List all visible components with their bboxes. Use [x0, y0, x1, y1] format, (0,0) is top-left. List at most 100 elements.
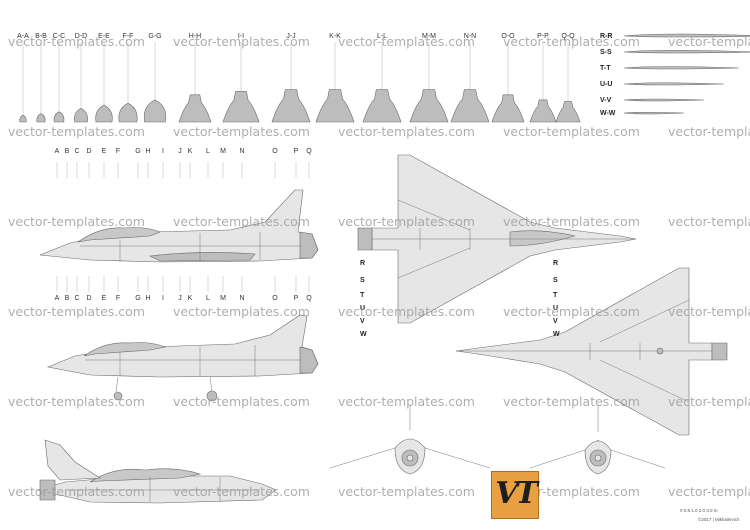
station-letter: J	[178, 148, 182, 155]
station-letter: G	[135, 295, 140, 302]
side-view-middle	[46, 314, 319, 402]
station-letter: P	[294, 148, 299, 155]
section-label: D-D	[75, 33, 87, 40]
wing-sections: R-RS-ST-TU-UV-VW-W	[600, 33, 750, 117]
wing-section-label: W-W	[600, 110, 616, 117]
watermark-text: vector-templates.com	[338, 394, 475, 409]
station-letter: D	[86, 148, 91, 155]
section-label: F-F	[123, 33, 134, 40]
station-letter: Q	[306, 295, 312, 302]
section-label: B-B	[35, 33, 47, 40]
section-label: M-M	[422, 33, 436, 40]
watermark-text: vector-templates.com	[173, 304, 310, 319]
station-letter: I	[162, 295, 164, 302]
watermark-text: vector-templates.com	[338, 484, 475, 499]
section-shape	[409, 89, 449, 123]
watermark-text: vector-templates.com	[8, 124, 145, 139]
watermark-text: vector-templates.com	[338, 34, 475, 49]
section-shape	[450, 89, 490, 123]
watermark-text: vector-templates.com	[668, 214, 750, 229]
watermark-text: vector-templates.com	[503, 214, 640, 229]
section-label: G-G	[148, 33, 161, 40]
watermark-text: vector-templates.com	[338, 304, 475, 319]
station-letter: P	[294, 295, 299, 302]
section-label: A-A	[17, 33, 29, 40]
station-letter: Q	[306, 148, 312, 155]
section-label: I-I	[238, 33, 244, 40]
wing-station-letter: U	[553, 305, 558, 312]
watermark-text: vector-templates.com	[173, 214, 310, 229]
station-letter: K	[188, 295, 193, 302]
section-shape	[271, 89, 311, 123]
wing-station-letter: R	[360, 260, 365, 267]
section-shape	[95, 104, 113, 123]
section-shape	[53, 111, 65, 123]
watermark-text: vector-templates.com	[668, 394, 750, 409]
wing-station-letter: W	[553, 331, 560, 338]
station-letter: C	[74, 148, 79, 155]
watermark-text: vector-templates.com	[503, 394, 640, 409]
watermark-text: vector-templates.com	[668, 34, 750, 49]
station-letter: K	[188, 148, 193, 155]
station-letter: B	[65, 148, 70, 155]
wing-section-label: S-S	[600, 49, 612, 56]
wing-section-label: U-U	[600, 81, 612, 88]
watermark-text: vector-templates.com	[173, 394, 310, 409]
station-letter: L	[206, 148, 210, 155]
station-letter: M	[220, 148, 226, 155]
section-label: C-C	[53, 33, 65, 40]
top-view	[357, 154, 637, 324]
front-view-right	[529, 405, 666, 475]
scale-bar: 0 0.5 1.0 2.0 3.0 m	[680, 508, 718, 513]
watermark-text: vector-templates.com	[8, 34, 145, 49]
section-shape	[491, 94, 525, 123]
station-letter: O	[272, 295, 278, 302]
wing-station-letter: S	[553, 277, 558, 284]
wing-section-shape	[623, 66, 740, 70]
section-label: Q-Q	[561, 33, 575, 40]
wing-station-letter: U	[360, 305, 365, 312]
vt-logo: VT	[491, 471, 539, 519]
wing-station-letter: V	[360, 318, 365, 325]
wing-station-letter: T	[553, 292, 558, 299]
wing-section-shape	[623, 98, 705, 102]
station-letter: N	[239, 295, 244, 302]
section-label: L-L	[377, 33, 387, 40]
underside-view	[455, 267, 728, 436]
station-letter: L	[206, 295, 210, 302]
station-letter: O	[272, 148, 278, 155]
section-label: N-N	[464, 33, 476, 40]
section-shape	[362, 89, 402, 123]
station-letter: J	[178, 295, 182, 302]
wing-section-shape	[623, 111, 685, 115]
watermark-text: vector-templates.com	[8, 484, 145, 499]
section-shape	[555, 101, 581, 123]
section-label: E-E	[98, 33, 110, 40]
station-letter: I	[162, 148, 164, 155]
credit-text: ©2017 | Mikhailevich	[698, 517, 740, 522]
watermark-text: vector-templates.com	[338, 214, 475, 229]
wing-station-letter: V	[553, 318, 558, 325]
station-letter: E	[102, 295, 107, 302]
wing-section-shape	[623, 82, 725, 86]
section-shape	[118, 102, 138, 123]
station-letter: F	[116, 148, 120, 155]
front-view-left	[329, 405, 491, 475]
section-label: K-K	[329, 33, 341, 40]
watermark-text: vector-templates.com	[173, 484, 310, 499]
watermark-text: vector-templates.com	[173, 124, 310, 139]
station-letter: B	[65, 295, 70, 302]
section-label: H-H	[189, 33, 201, 40]
watermark-text: vector-templates.com	[8, 214, 145, 229]
section-shape	[19, 114, 27, 123]
wing-section-label: R-R	[600, 33, 612, 40]
wing-station-letter: S	[360, 277, 365, 284]
station-letter: M	[220, 295, 226, 302]
side-view-lower	[36, 439, 277, 504]
watermark-text: vector-templates.com	[8, 394, 145, 409]
station-letter: A	[55, 148, 60, 155]
